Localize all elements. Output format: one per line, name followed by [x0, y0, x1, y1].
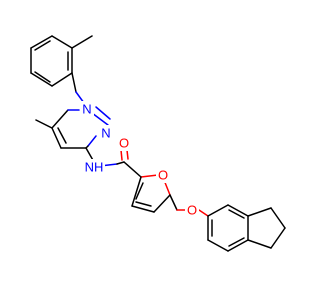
toluene-ring	[30, 35, 73, 87]
carbonyl-double-bond-2	[126, 149, 129, 160]
toluene-methyl-bond	[71, 35, 93, 49]
oxygen-label: O	[119, 136, 129, 151]
atom-carbonyl-o: O	[117, 135, 131, 151]
indane-benzene-ring	[207, 204, 249, 252]
structure-canvas: N N NH O O O	[30, 35, 286, 252]
furan-ch2-bond	[169, 194, 178, 211]
ether-indane-bond	[198, 209, 209, 217]
carbonyl-furan-bond	[123, 161, 142, 178]
nitrogen-label: N	[82, 102, 91, 117]
oxygen-label: O	[187, 203, 197, 218]
atom-ether-o: O	[185, 202, 199, 218]
pyrazole-ring	[51, 106, 111, 149]
atom-amide-nh: NH	[83, 159, 105, 175]
benzyl-ch2-bond	[71, 72, 77, 93]
pyrazole-methyl-bond	[35, 119, 53, 129]
carbonyl-double-bond-1	[120, 149, 123, 161]
oxygen-label: O	[158, 168, 168, 183]
molecule-drawing: N N NH O O O	[30, 35, 286, 252]
nitrogen-label: N	[101, 126, 110, 141]
amide-nh-label: NH	[85, 160, 104, 175]
indane-cyclopentane-ring	[247, 207, 286, 249]
carbonyl-c-bond	[116, 161, 125, 165]
atom-furan-o: O	[156, 167, 170, 183]
atom-n1: N	[80, 101, 94, 117]
atom-n2: N	[99, 125, 113, 141]
